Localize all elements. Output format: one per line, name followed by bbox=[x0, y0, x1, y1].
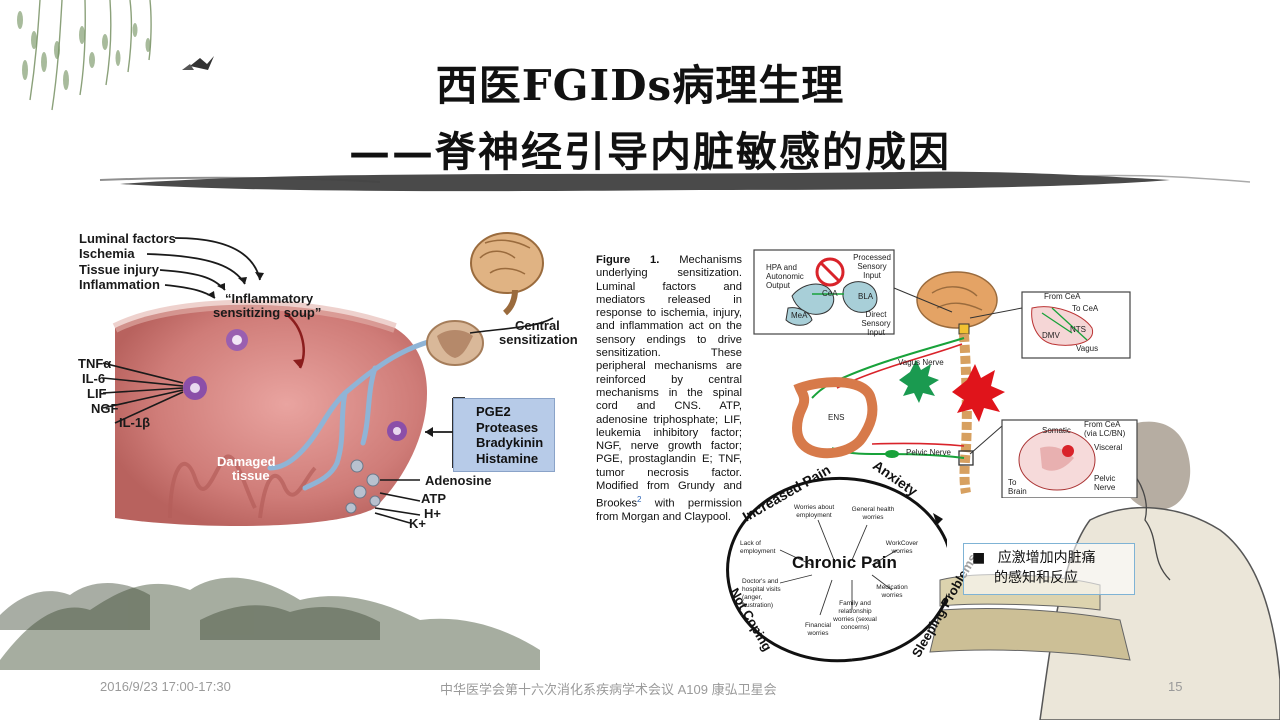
brainstem-to-cea-label: To CeA bbox=[1072, 304, 1099, 313]
pelvic-nerve-label: Pelvic Nerve bbox=[906, 448, 951, 457]
cytokine-label: TNFα bbox=[78, 356, 112, 371]
sensitization-figure: Luminal factors Ischemia Tissue injury I… bbox=[75, 218, 590, 531]
central-sensitization-label: sensitization bbox=[499, 332, 578, 347]
spinal-somatic-label: Somatic bbox=[1042, 426, 1071, 435]
caption-tail: with permission from Morgan and Claypool… bbox=[596, 498, 742, 524]
spinal-pelvic-label: Pelvic Nerve bbox=[1094, 474, 1116, 492]
trigger-label: Luminal factors bbox=[79, 231, 176, 246]
mediator-item: Proteases bbox=[476, 419, 539, 435]
cytokine-label: IL-1β bbox=[119, 415, 151, 430]
amygdala-processed-label: Processed Sensory Input bbox=[853, 253, 891, 280]
amygdala-hpa-label: HPA and Autonomic Output bbox=[766, 263, 804, 290]
amygdala-bla-label: BLA bbox=[858, 292, 874, 301]
figure-caption: Figure 1. Mechanisms underlying sensitiz… bbox=[596, 254, 742, 525]
brainstem-dmv-label: DMV bbox=[1042, 331, 1060, 340]
mediator-item: PGE2 bbox=[476, 404, 511, 419]
amygdala-cea-label: CeA bbox=[822, 289, 838, 298]
mediator-box: PGE2 Proteases Bradykinin Histamine bbox=[453, 398, 555, 472]
cytokine-label: LIF bbox=[87, 386, 107, 401]
damaged-tissue-label: Damaged bbox=[217, 454, 276, 469]
purine-label: K+ bbox=[409, 516, 426, 531]
cycle-worry: Family and relationship worries (sexual … bbox=[833, 600, 877, 631]
cycle-worry: WorkCover worries bbox=[885, 540, 919, 555]
caption-text: Mechanisms underlying sensitization. Lum… bbox=[596, 254, 742, 511]
cycle-worry: Financial worries bbox=[804, 622, 831, 637]
chronic-pain-center: Chronic Pain bbox=[792, 553, 897, 572]
cycle-worry: Medication worries bbox=[876, 584, 908, 599]
brain-gut-axis-figure bbox=[753, 249, 1138, 498]
slide-title: 西医FGIDs病理生理 bbox=[435, 61, 845, 110]
purine-label: H+ bbox=[424, 506, 441, 521]
mediator-item: Histamine bbox=[476, 450, 539, 466]
brainstem-nts-label: NTS bbox=[1070, 325, 1086, 334]
vagus-nerve-label: Vagus Nerve bbox=[898, 358, 944, 367]
soup-label: sensitizing soup” bbox=[213, 305, 322, 320]
slide-subtitle: ——脊神经引导内脏敏感的成因 bbox=[349, 128, 951, 176]
caption-lead: Figure 1. bbox=[596, 254, 660, 266]
cytokine-label: IL-6 bbox=[82, 371, 106, 386]
cycle-worry: Worries about employment bbox=[793, 504, 835, 519]
trigger-label: Inflammation bbox=[79, 277, 160, 292]
trigger-label: Ischemia bbox=[79, 246, 135, 261]
brainstem-from-cea-label: From CeA bbox=[1044, 292, 1081, 301]
trigger-label: Tissue injury bbox=[79, 262, 159, 277]
chronic-pain-cycle bbox=[726, 476, 947, 663]
spinal-visceral-label: Visceral bbox=[1094, 443, 1123, 452]
cycle-worry: Doctor's and hospital visits (anger, fru… bbox=[742, 578, 781, 609]
page-number: 15 bbox=[1168, 679, 1183, 694]
spinal-to-brain-label: To Brain bbox=[1008, 478, 1027, 496]
cycle-worry: General health worries bbox=[851, 506, 895, 521]
damaged-tissue-label: tissue bbox=[232, 468, 270, 483]
mediator-item: Bradykinin bbox=[476, 435, 544, 450]
brainstem-vagus-label: Vagus bbox=[1076, 344, 1099, 353]
purine-label: ATP bbox=[421, 491, 447, 506]
caption-ref: 2 bbox=[637, 495, 642, 505]
purine-label: Adenosine bbox=[425, 473, 492, 488]
cytokine-label: NGF bbox=[91, 401, 119, 416]
amygdala-mea-label: MeA bbox=[791, 311, 808, 320]
central-sensitization-label: Central bbox=[515, 318, 560, 333]
footer-date: 2016/9/23 17:00-17:30 bbox=[100, 679, 231, 694]
note-text: 应激增加内脏痛 bbox=[997, 550, 1096, 566]
footer-conference: 中华医学会第十六次消化系疾病学术会议 A109 康弘卫星会 bbox=[440, 682, 777, 697]
note-box: ■ 应激增加内脏痛 的感知和反应 bbox=[963, 543, 1135, 595]
ens-label: ENS bbox=[828, 413, 845, 422]
spinal-from-cea-label: From CeA (via LC/BN) bbox=[1084, 420, 1126, 438]
note-bullet: ■ bbox=[972, 550, 986, 566]
soup-label: “Inflammatory bbox=[225, 291, 314, 306]
note-text-line2: 的感知和反应 bbox=[994, 570, 1078, 586]
cycle-worry: Lack of employment bbox=[740, 540, 776, 555]
amygdala-direct-label: Direct Sensory Input bbox=[861, 310, 891, 337]
